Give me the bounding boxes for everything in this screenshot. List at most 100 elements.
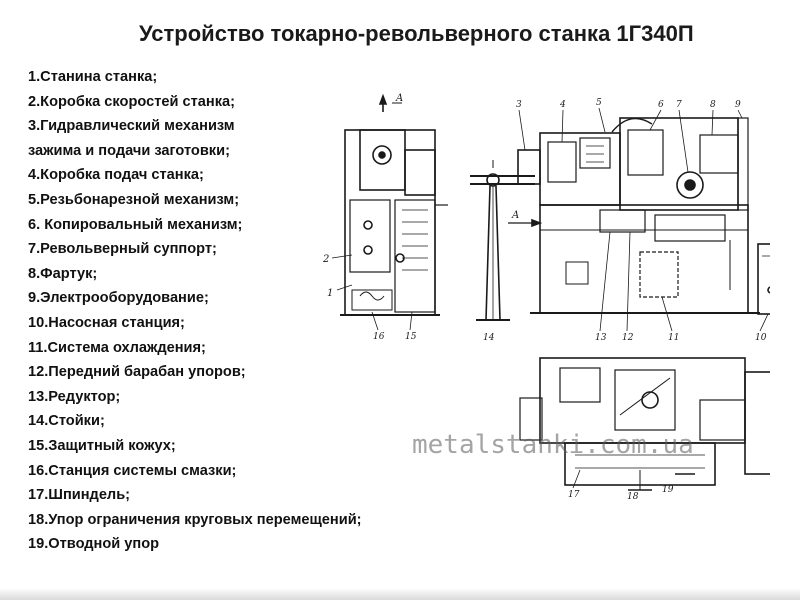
callout-19: 19 (662, 485, 674, 495)
callout-1: 1 (327, 288, 333, 299)
side-unit (404, 149, 436, 196)
legend-item: 7.Револьверный суппорт; (28, 241, 217, 258)
electrical-cabinet (699, 134, 739, 174)
callout-18: 18 (627, 492, 639, 502)
leader-5 (598, 107, 606, 133)
legend-item: 11.Система охлаждения; (28, 339, 206, 356)
callout-2: 2 (322, 254, 329, 265)
leader-3 (518, 109, 526, 151)
leader-4 (561, 109, 564, 143)
slide-title: Устройство токарно-револьверного станка … (139, 21, 694, 46)
legend-item: 19.Отводной упор (28, 536, 160, 553)
bar-stand: 14 (470, 160, 535, 343)
callout-9: 9 (735, 100, 741, 110)
plan-carriage (614, 369, 676, 431)
lube-pipe (359, 291, 385, 301)
housing-dot (363, 220, 373, 230)
leader-11 (661, 296, 673, 332)
arrow-a-head (531, 218, 543, 228)
access-hatch (565, 261, 589, 285)
apron (599, 209, 646, 233)
leader-10 (759, 313, 769, 332)
legend-item: 4.Коробка подач станка; (28, 167, 204, 184)
callout-12: 12 (622, 333, 634, 343)
leader-8 (711, 109, 714, 136)
callout-8: 8 (710, 100, 716, 110)
turret-hub (684, 179, 696, 191)
callout-6: 6 (658, 100, 664, 110)
thread-arm (611, 117, 653, 133)
callout-3: 3 (516, 100, 522, 110)
plan-electrical (699, 399, 746, 441)
coolant-tank (639, 251, 679, 298)
callout-4: 4 (559, 100, 566, 110)
leader-15 (409, 311, 413, 331)
legend-item: 13.Редуктор; (28, 388, 121, 405)
legend-item: 3.Гидравлический механизм (28, 118, 235, 135)
turret-carriage (619, 117, 739, 211)
legend-item: 12.Передний барабан упоров; (28, 364, 246, 381)
watermark: metalstanki.com.ua (412, 430, 694, 460)
machine-drawing: A 2 1 16 (322, 93, 770, 502)
guard-knob (395, 253, 405, 263)
plan-headstock (559, 367, 601, 403)
callout-10: 10 (755, 333, 767, 343)
lube-station (351, 289, 393, 311)
callout-17: 17 (568, 490, 580, 500)
leader-1 (336, 284, 353, 291)
callout-13: 13 (595, 333, 607, 343)
legend-item: 14.Стойки; (28, 413, 105, 430)
stand-leg (485, 185, 491, 321)
callout-14: 14 (483, 333, 495, 343)
legend-item: 16.Станция системы смазки; (28, 462, 237, 479)
leader-17 (572, 469, 581, 489)
callout-11: 11 (668, 333, 679, 343)
view-a-label: A (395, 93, 403, 104)
guard-cover (394, 199, 436, 313)
legend-item: 6. Копировальный механизм; (28, 216, 243, 233)
leader-2 (331, 254, 353, 259)
leader-16 (371, 311, 379, 331)
housing-dot (363, 245, 373, 255)
leader-13 (599, 231, 611, 332)
legend-item: 18.Упор ограничения круговых перемещений… (28, 511, 362, 528)
lower-housing (349, 199, 391, 273)
legend-item: 9.Электрооборудование; (28, 290, 209, 307)
stand-leg (495, 185, 501, 321)
plan-view: 17 18 19 (519, 357, 770, 502)
gearbox-hub (378, 151, 386, 159)
callout-15: 15 (405, 332, 417, 342)
legend-item: 2.Коробка скоростей станка; (28, 93, 235, 110)
plan-hydraulic (519, 397, 543, 441)
callout-16: 16 (373, 332, 385, 342)
legend-item: 8.Фартук; (28, 265, 98, 282)
gearbox-wheel (372, 145, 392, 165)
feed-box (547, 141, 577, 183)
slide-shadow (0, 588, 800, 600)
callout-7: 7 (676, 100, 682, 110)
legend-item: 1.Станина станка; (28, 69, 158, 85)
pump-dot (767, 286, 770, 294)
leader-7 (678, 109, 689, 173)
legend-item: 17.Шпиндель; (28, 487, 131, 504)
copy-mechanism (627, 129, 664, 176)
leader-9 (737, 109, 743, 119)
front-view: A 3 4 5 6 7 8 9 13 12 11 10 (508, 98, 770, 343)
cabinet-door (737, 117, 749, 211)
legend-item: 15.Защитный кожух; (28, 437, 176, 454)
control-panel (579, 137, 611, 169)
arrow-a-label: A (511, 210, 519, 221)
hydraulic-unit (517, 149, 541, 185)
parts-legend: 1.Станина станка; 2.Коробка скоростей ста… (28, 65, 362, 557)
turret-head (676, 171, 704, 199)
callout-5: 5 (596, 98, 602, 108)
plan-stop-lever (619, 377, 671, 416)
pump-station (757, 243, 770, 315)
legend-item: зажима и подачи заготовки; (28, 142, 230, 159)
gearbox-housing (359, 129, 406, 191)
legend-item: 5.Резьбонарезной механизм; (28, 191, 240, 208)
plan-pump-station (744, 371, 770, 475)
motor (654, 214, 726, 242)
end-view: A 2 1 16 (322, 93, 448, 342)
view-a-arrowhead (378, 93, 388, 105)
